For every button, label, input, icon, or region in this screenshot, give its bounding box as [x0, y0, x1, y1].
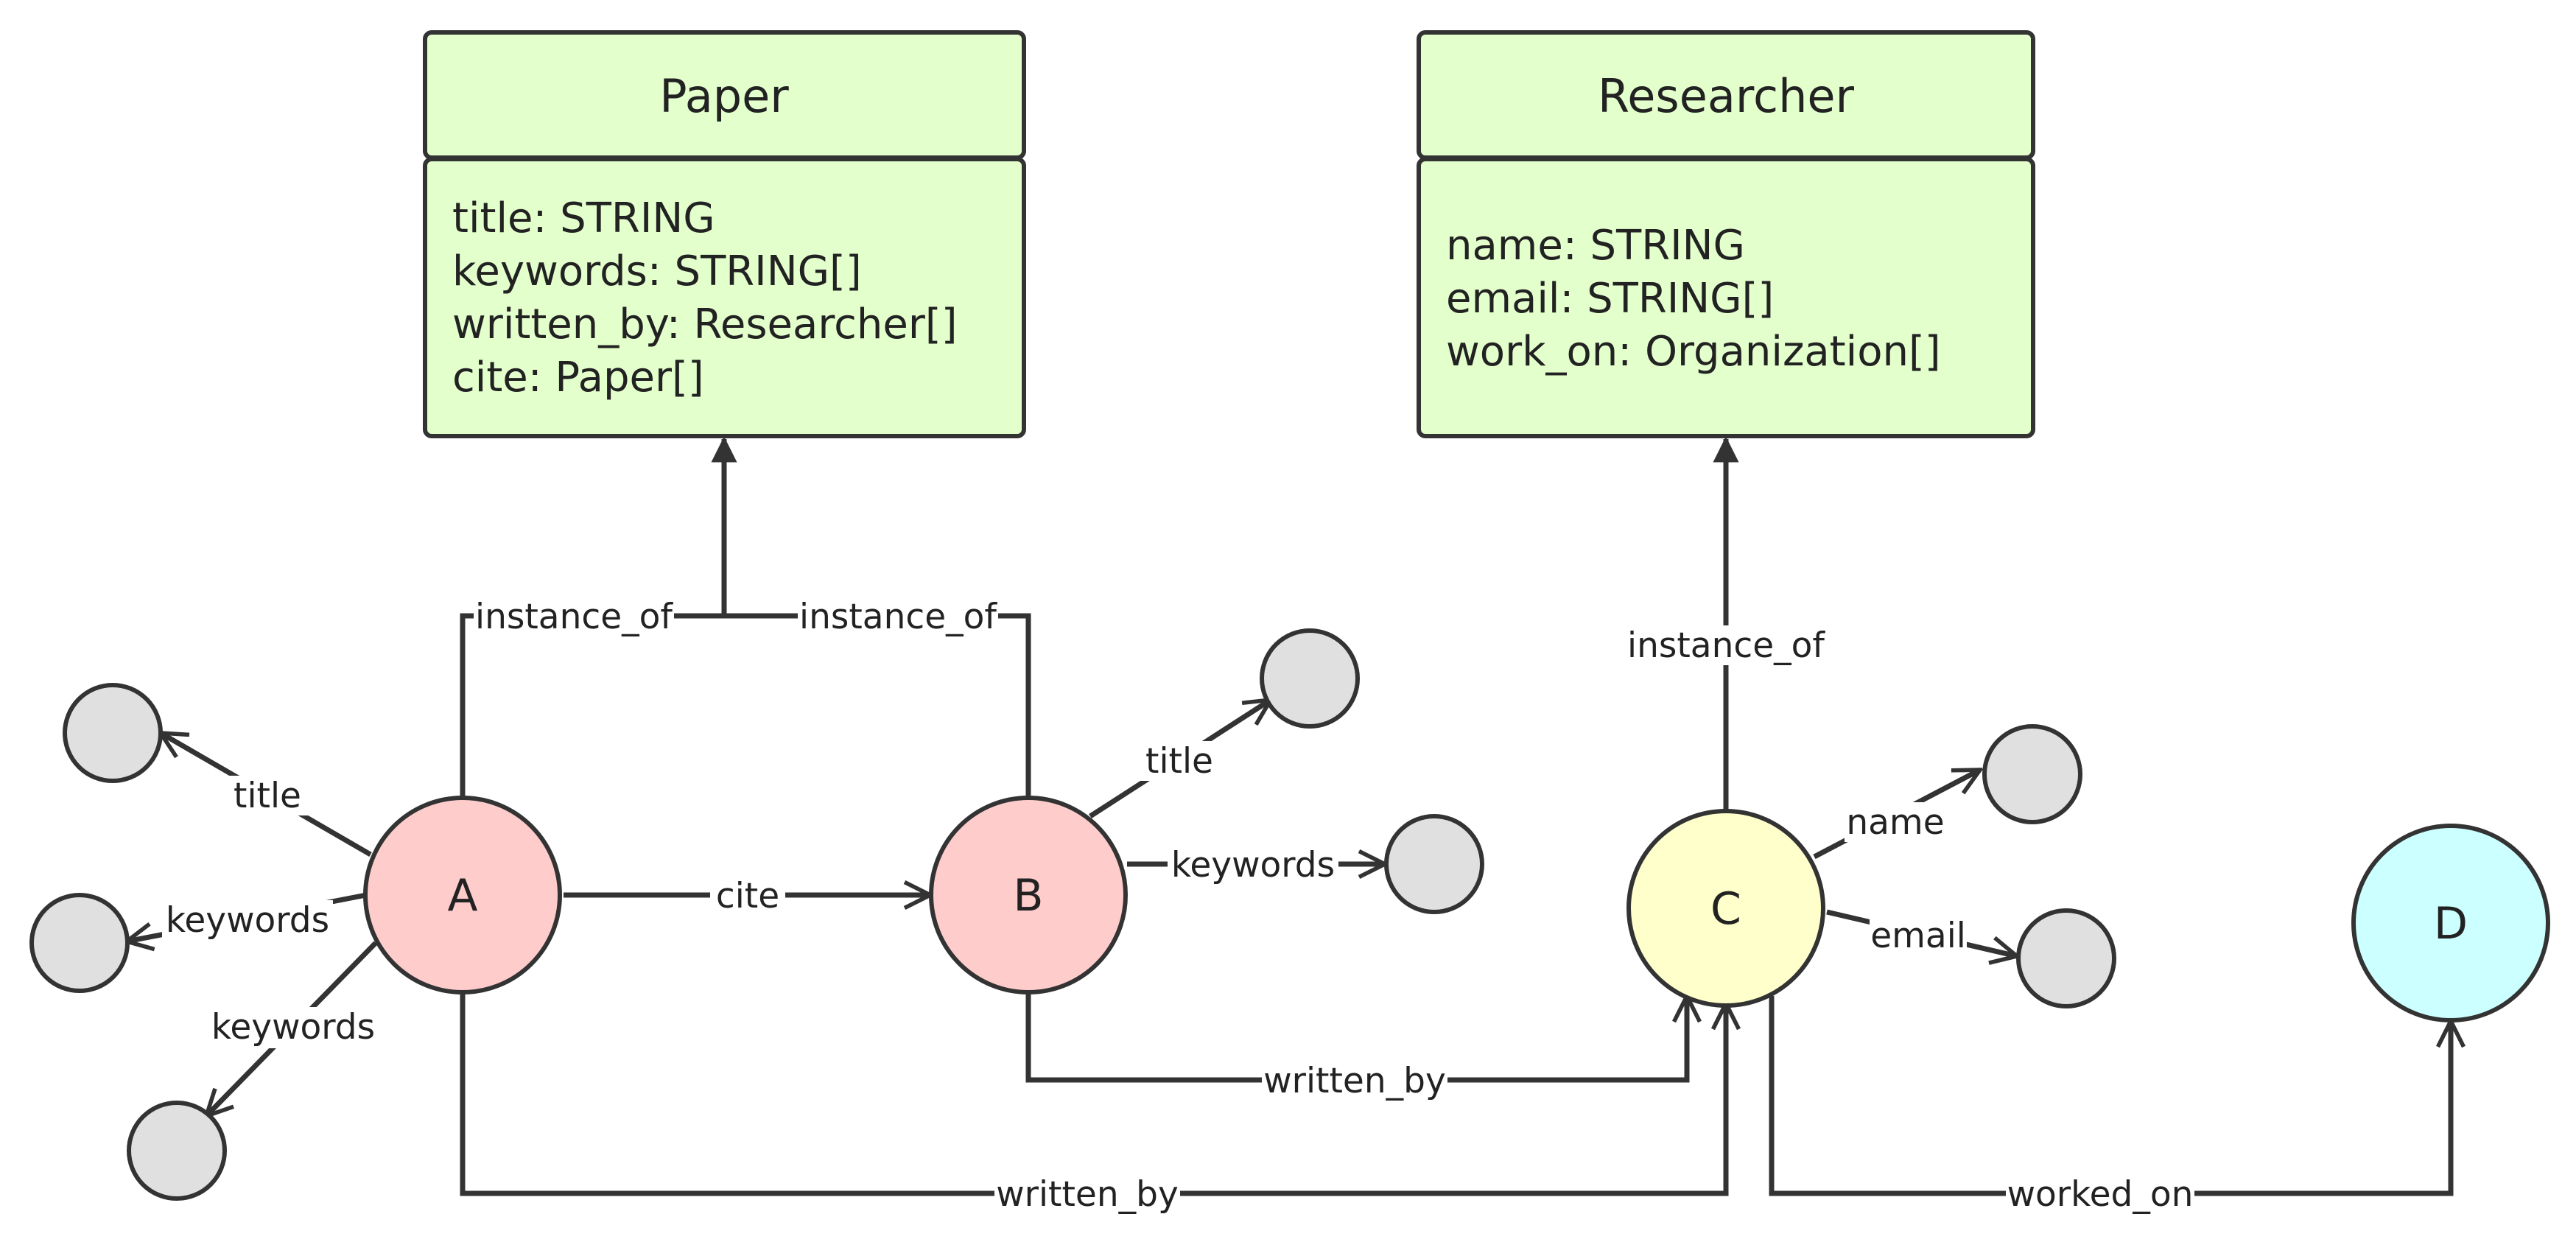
researcher-class-box: Researcher name: STRING email: STRING[] …: [1417, 30, 2035, 438]
svg-text:instance_of: instance_of: [475, 597, 673, 637]
node-b: B: [929, 796, 1128, 994]
edge-b-instance-of: [724, 613, 1031, 797]
value-node-c-email: [2016, 908, 2116, 1008]
svg-text:worked_on: worked_on: [2007, 1174, 2194, 1215]
svg-text:instance_of: instance_of: [799, 597, 997, 637]
label-b-instance-of: instance_of: [798, 597, 998, 637]
label-c-email: email: [1870, 916, 1967, 956]
value-node-b-title: [1260, 628, 1360, 729]
paper-attr-cite: cite: Paper[]: [452, 354, 704, 401]
label-c-worked-on: worked_on: [2006, 1174, 2194, 1215]
paper-class-box: Paper title: STRING keywords: STRING[] w…: [423, 30, 1026, 438]
researcher-attr-email: email: STRING[]: [1446, 275, 1774, 323]
svg-text:keywords: keywords: [166, 900, 329, 941]
label-a-keywords-2: keywords: [208, 1007, 379, 1048]
label-a-cite: cite: [710, 876, 785, 916]
svg-text:keywords: keywords: [1171, 845, 1335, 885]
researcher-attr-work-on: work_on: Organization[]: [1446, 328, 1941, 376]
svg-text:title: title: [1145, 741, 1213, 782]
paper-attr-written-by: written_by: Researcher[]: [452, 301, 958, 348]
value-node-c-name: [1982, 724, 2082, 824]
svg-text:instance_of: instance_of: [1627, 625, 1825, 666]
svg-text:C: C: [1710, 883, 1741, 935]
node-a: A: [363, 796, 562, 994]
researcher-attr-name: name: STRING: [1446, 222, 1745, 270]
svg-text:B: B: [1013, 870, 1043, 922]
value-node-b-keywords: [1384, 814, 1484, 914]
node-c: C: [1626, 809, 1825, 1008]
label-b-title: title: [1138, 741, 1221, 782]
paper-attr-keywords: keywords: STRING[]: [452, 248, 862, 295]
svg-text:A: A: [447, 870, 477, 922]
svg-text:D: D: [2434, 898, 2468, 950]
value-node-a-keywords-1: [29, 893, 130, 993]
paper-attr-title: title: STRING: [452, 194, 715, 242]
value-node-a-keywords-2: [127, 1101, 227, 1201]
label-a-title: title: [226, 776, 309, 816]
label-b-keywords: keywords: [1168, 845, 1338, 886]
svg-text:cite: cite: [716, 876, 779, 916]
svg-text:written_by: written_by: [1263, 1061, 1446, 1101]
paper-class-title: Paper: [659, 69, 789, 123]
edge-c-worked-on: [1769, 996, 2451, 1196]
label-c-name: name: [1845, 802, 1946, 843]
label-c-instance-of: instance_of: [1623, 625, 1829, 666]
svg-text:email: email: [1870, 916, 1966, 956]
node-d: D: [2351, 824, 2550, 1022]
svg-text:title: title: [234, 776, 301, 816]
label-a-instance-of: instance_of: [474, 597, 674, 637]
label-b-written-by: written_by: [1262, 1061, 1447, 1102]
svg-text:written_by: written_by: [996, 1174, 1179, 1215]
value-node-a-title: [63, 683, 163, 783]
label-a-written-by: written_by: [994, 1174, 1180, 1215]
edge-a-instance-of: [460, 613, 724, 797]
svg-text:keywords: keywords: [211, 1007, 375, 1048]
researcher-class-title: Researcher: [1598, 69, 1855, 123]
svg-text:name: name: [1846, 802, 1944, 843]
edge-a-written-by: [460, 993, 1726, 1196]
label-a-keywords-1: keywords: [162, 900, 333, 941]
